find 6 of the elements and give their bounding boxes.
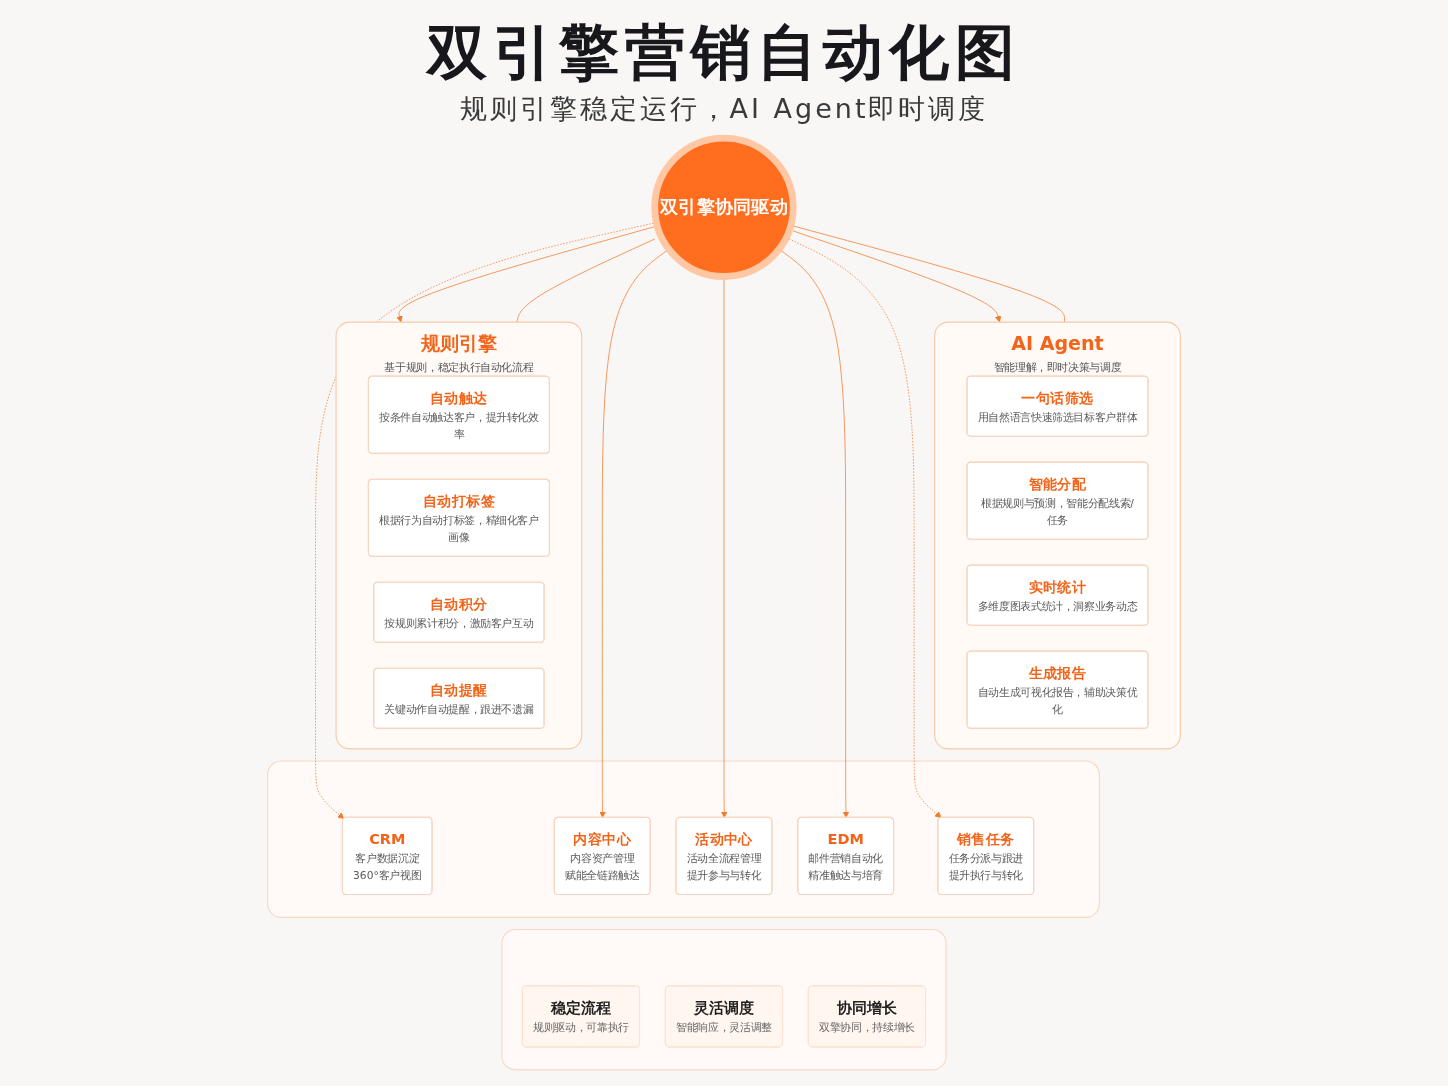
diagram-title: 双引擎营销自动化图 xyxy=(427,18,1021,87)
cluster xyxy=(267,760,1100,918)
subtitle: 规则引擎稳定运行，AI Agent即时调度 xyxy=(459,92,989,126)
node-circle: 双引擎协同驱动 xyxy=(651,134,797,281)
cluster xyxy=(501,929,947,1071)
connector xyxy=(516,238,656,323)
